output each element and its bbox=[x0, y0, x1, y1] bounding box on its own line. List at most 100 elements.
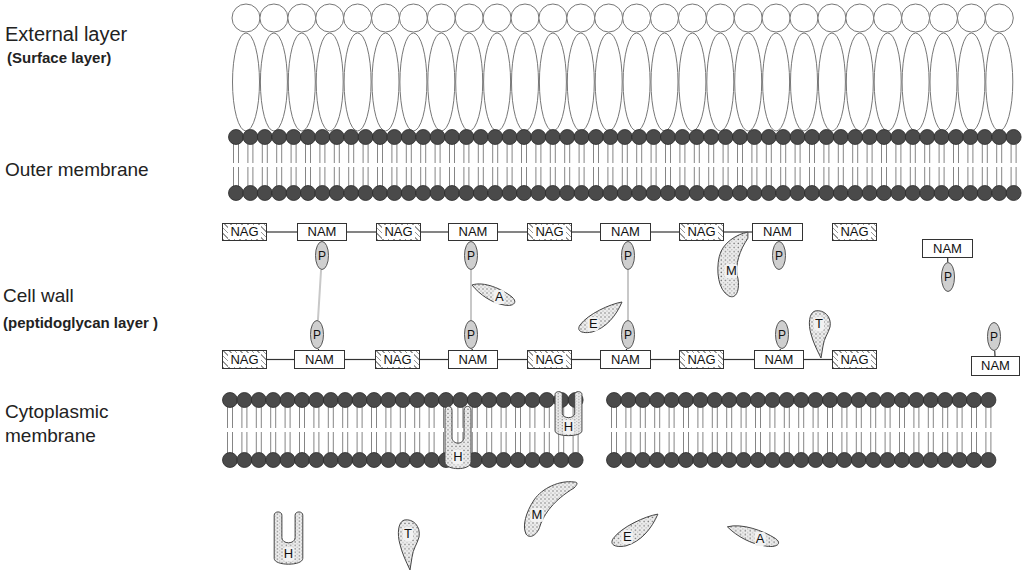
cytoplasmic-membrane-lipid-tail bbox=[376, 407, 377, 428]
outer-membrane-lipid-head bbox=[545, 130, 560, 145]
phosphate-oval: P bbox=[464, 320, 478, 349]
outer-membrane-lipid-tail bbox=[1001, 167, 1002, 186]
cytoplasmic-membrane-lipid-tail bbox=[434, 407, 435, 428]
outer-membrane-lipid-head bbox=[862, 130, 877, 145]
outer-membrane-lipid-head bbox=[776, 186, 791, 201]
outer-membrane-lipid-head bbox=[877, 130, 892, 145]
cytoplasmic-membrane-lipid-tail bbox=[501, 407, 502, 428]
cytoplasmic-membrane-lipid-tail bbox=[520, 407, 521, 428]
enzyme-letter: H bbox=[283, 547, 294, 561]
outer-membrane-lipid-tail bbox=[348, 144, 349, 163]
outer-membrane-lipid-head bbox=[272, 130, 287, 145]
outer-membrane-lipid-tail bbox=[368, 144, 369, 163]
cytoplasmic-membrane-lipid-tail bbox=[616, 432, 617, 453]
cytoplasmic-membrane-lipid-head bbox=[323, 453, 338, 468]
cytoplasmic-membrane-lipid-tail bbox=[640, 432, 641, 453]
outer-membrane-lipid-tail bbox=[641, 167, 642, 186]
outer-membrane-lipid-tail bbox=[396, 144, 397, 163]
glycosidic-bond bbox=[572, 359, 600, 360]
cytoplasmic-membrane-lipid-tail bbox=[443, 407, 444, 428]
outer-membrane-lipid-tail bbox=[238, 144, 239, 163]
cytoplasmic-membrane-lipid-tail bbox=[971, 432, 972, 453]
layer-label: Cytoplasmic membrane bbox=[5, 400, 145, 448]
surface-protein-body bbox=[595, 33, 622, 131]
glycosidic-bond bbox=[421, 231, 448, 232]
glycosidic-bond bbox=[498, 231, 527, 232]
cytoplasmic-membrane-lipid-tail bbox=[270, 432, 271, 453]
outer-membrane-lipid-tail bbox=[310, 144, 311, 163]
cytoplasmic-membrane-lipid-head bbox=[424, 393, 439, 408]
cytoplasmic-membrane-lipid-tail bbox=[875, 432, 876, 453]
sugar-label: NAG bbox=[381, 353, 413, 367]
cytoplasmic-membrane-lipid-head bbox=[223, 393, 238, 408]
enzyme-outline bbox=[520, 478, 576, 538]
phosphate-oval: P bbox=[310, 320, 324, 349]
layer-label: (Surface layer) bbox=[7, 46, 207, 70]
outer-membrane-lipid-tail bbox=[579, 167, 580, 186]
outer-membrane-lipid-tail bbox=[694, 144, 695, 163]
surface-protein-body bbox=[818, 33, 845, 131]
outer-membrane-lipid-tail bbox=[612, 144, 613, 163]
glycosidic-bond bbox=[572, 231, 600, 232]
cytoplasmic-membrane-lipid-tail bbox=[990, 407, 991, 428]
cytoplasmic-membrane-lipid-tail bbox=[669, 407, 670, 428]
cytoplasmic-membrane-lipid-head bbox=[280, 393, 295, 408]
cytoplasmic-membrane-lipid-tail bbox=[803, 407, 804, 428]
outer-membrane-lipid-head bbox=[905, 186, 920, 201]
cytoplasmic-membrane-lipid-tail bbox=[962, 407, 963, 428]
surface-protein-head bbox=[316, 4, 344, 32]
cytoplasmic-membrane-lipid-tail bbox=[313, 432, 314, 453]
outer-membrane-lipid-tail bbox=[944, 144, 945, 163]
cytoplasmic-membrane-lipid-head bbox=[496, 393, 511, 408]
layer-label: External layer bbox=[5, 22, 225, 46]
outer-membrane-lipid-head bbox=[833, 186, 848, 201]
cytoplasmic-membrane-lipid-tail bbox=[318, 432, 319, 453]
enzyme-m: M bbox=[716, 230, 750, 298]
phosphate-oval: P bbox=[315, 241, 329, 270]
outer-membrane-lipid-tail bbox=[276, 167, 277, 186]
outer-membrane-lipid-tail bbox=[670, 167, 671, 186]
outer-membrane-lipid-tail bbox=[838, 144, 839, 163]
cytoplasmic-membrane-lipid-head bbox=[367, 453, 382, 468]
outer-membrane-lipid-tail bbox=[382, 167, 383, 186]
cytoplasmic-membrane-lipid-head bbox=[923, 393, 938, 408]
outer-membrane-lipid-tail bbox=[607, 167, 608, 186]
outer-membrane-lipid-head bbox=[819, 130, 834, 145]
outer-membrane-lipid-head bbox=[977, 186, 992, 201]
cytoplasmic-membrane-lipid-tail bbox=[304, 432, 305, 453]
surface-protein-body bbox=[874, 33, 901, 131]
cytoplasmic-membrane-lipid-tail bbox=[741, 407, 742, 428]
outer-membrane-lipid-head bbox=[675, 186, 690, 201]
enzyme-shape bbox=[274, 512, 303, 564]
cytoplasmic-membrane-lipid-head bbox=[808, 453, 823, 468]
cytoplasmic-membrane-lipid-head bbox=[938, 453, 953, 468]
cytoplasmic-membrane-lipid-tail bbox=[414, 432, 415, 453]
cytoplasmic-membrane-lipid-tail bbox=[832, 432, 833, 453]
outer-membrane-lipid-head bbox=[848, 186, 863, 201]
cytoplasmic-membrane-lipid-tail bbox=[362, 432, 363, 453]
outer-membrane-lipid-head bbox=[473, 130, 488, 145]
layer-label: (peptidoglycan layer ) bbox=[3, 311, 213, 335]
outer-membrane-lipid-tail bbox=[924, 144, 925, 163]
cytoplasmic-membrane-lipid-tail bbox=[232, 432, 233, 453]
outer-membrane-lipid-tail bbox=[924, 167, 925, 186]
outer-membrane-lipid-tail bbox=[766, 167, 767, 186]
cytoplasmic-membrane-lipid-head bbox=[424, 453, 439, 468]
outer-membrane-lipid-head bbox=[1006, 186, 1021, 201]
cytoplasmic-membrane-lipid-tail bbox=[400, 432, 401, 453]
cytoplasmic-membrane-lipid-tail bbox=[429, 407, 430, 428]
outer-membrane-lipid-head bbox=[675, 130, 690, 145]
outer-membrane-lipid-tail bbox=[900, 167, 901, 186]
cytoplasmic-membrane-lipid-head bbox=[410, 393, 425, 408]
outer-membrane-lipid-head bbox=[891, 130, 906, 145]
outer-membrane-lipid-head bbox=[329, 186, 344, 201]
outer-membrane-lipid-tail bbox=[622, 167, 623, 186]
cytoplasmic-membrane-lipid-head bbox=[266, 393, 281, 408]
cytoplasmic-membrane-lipid-head bbox=[539, 393, 554, 408]
cytoplasmic-membrane-lipid-tail bbox=[630, 407, 631, 428]
cytoplasmic-membrane-lipid-tail bbox=[362, 407, 363, 428]
outer-membrane-lipid-tail bbox=[296, 144, 297, 163]
outer-membrane-lipid-tail bbox=[339, 144, 340, 163]
cytoplasmic-membrane-lipid-tail bbox=[841, 432, 842, 453]
cytoplasmic-membrane-lipid-head bbox=[664, 453, 679, 468]
